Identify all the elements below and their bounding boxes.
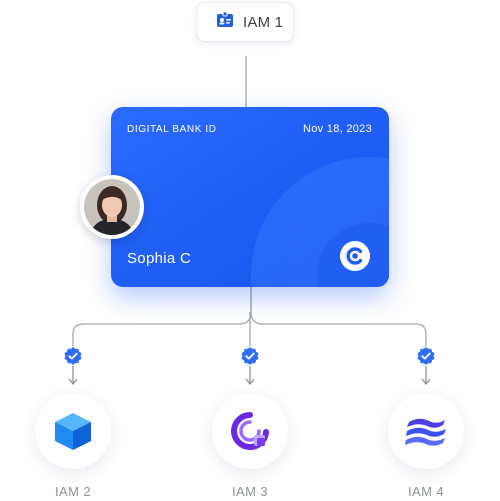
verified-badge-icon bbox=[241, 347, 259, 365]
iam4-label: IAM 4 bbox=[408, 484, 444, 499]
wave-stripes-icon bbox=[405, 418, 446, 446]
verified-badge-icon bbox=[417, 347, 435, 365]
arrows bbox=[68, 366, 431, 386]
card-date: Nov 18, 2023 bbox=[302, 123, 372, 135]
iam1-node[interactable]: IAM 1 bbox=[196, 2, 294, 42]
q-logo-icon bbox=[231, 412, 269, 450]
c-logo-icon bbox=[339, 240, 371, 277]
iam3-label: IAM 3 bbox=[232, 484, 268, 499]
connector-left bbox=[72, 287, 252, 346]
card-holder-name: Sophia C bbox=[127, 250, 192, 267]
avatar bbox=[80, 175, 144, 239]
iam3-node[interactable] bbox=[212, 393, 288, 469]
iam2-label: IAM 2 bbox=[55, 484, 91, 499]
connector-right bbox=[250, 287, 427, 346]
verified-badge-icon bbox=[64, 347, 82, 365]
profile-photo bbox=[84, 179, 140, 235]
id-badge-icon bbox=[216, 11, 234, 34]
iam4-node[interactable] bbox=[388, 393, 464, 469]
iam2-node[interactable] bbox=[35, 393, 111, 469]
digital-bank-id-card[interactable]: DIGITAL BANK ID Nov 18, 2023 Sophia C bbox=[111, 107, 389, 287]
cube-icon bbox=[55, 413, 91, 450]
card-title: DIGITAL BANK ID bbox=[127, 124, 217, 135]
iam1-label: IAM 1 bbox=[243, 13, 284, 31]
